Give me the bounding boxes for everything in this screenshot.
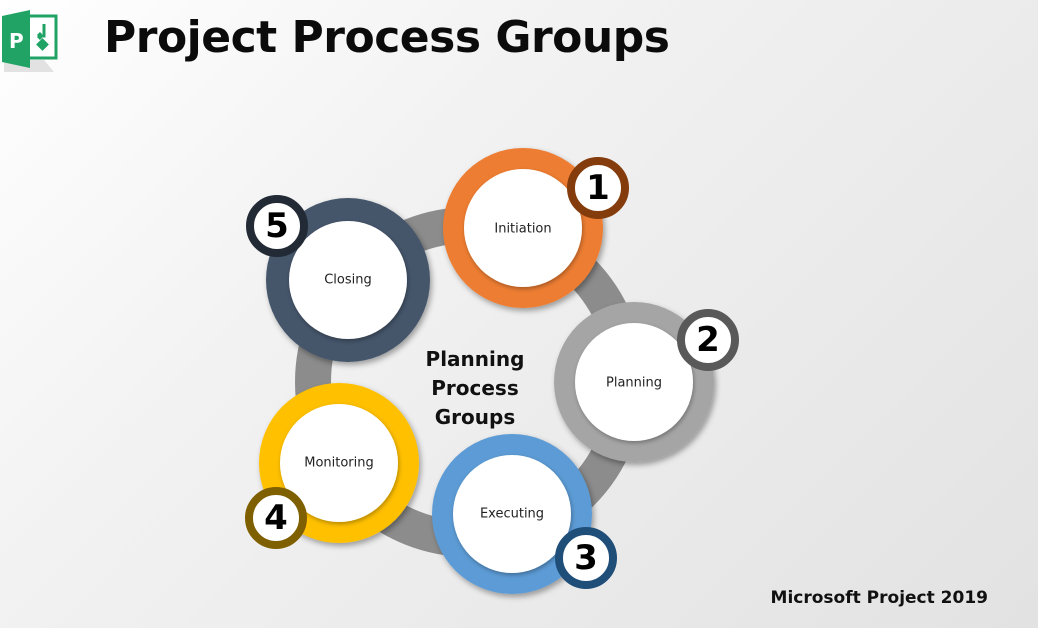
stage-closing: [246, 195, 430, 362]
center-label: Planning Process Groups: [426, 345, 525, 432]
stage-label-planning: Planning: [606, 375, 662, 391]
logo-letter: P: [9, 29, 24, 53]
center-label-line-2: Process: [431, 376, 519, 400]
stage-executing: [432, 434, 617, 594]
center-label-line-3: Groups: [434, 405, 516, 429]
badge-number-2: 2: [696, 320, 720, 360]
stage-initiation: [443, 148, 629, 308]
badge-number-3: 3: [574, 538, 598, 578]
footer-caption: Microsoft Project 2019: [770, 588, 988, 608]
stage-label-initiation: Initiation: [494, 221, 552, 237]
badge-3: [555, 527, 617, 589]
stage-label-closing: Closing: [324, 272, 372, 288]
page-title: Project Process Groups: [104, 12, 670, 63]
stage-label-monitoring: Monitoring: [304, 455, 374, 471]
badge-number-4: 4: [264, 498, 288, 538]
badge-number-5: 5: [265, 206, 289, 246]
badge-4: [245, 487, 307, 549]
microsoft-project-logo-icon: P: [2, 10, 58, 72]
stage-planning: [554, 302, 739, 462]
badge-1: [567, 157, 629, 219]
badge-2: [677, 309, 739, 371]
badge-5: [246, 195, 308, 257]
center-label-line-1: Planning: [425, 347, 525, 371]
badge-number-1: 1: [586, 168, 610, 208]
stage-label-executing: Executing: [479, 506, 545, 522]
stage-monitoring: [245, 383, 419, 549]
